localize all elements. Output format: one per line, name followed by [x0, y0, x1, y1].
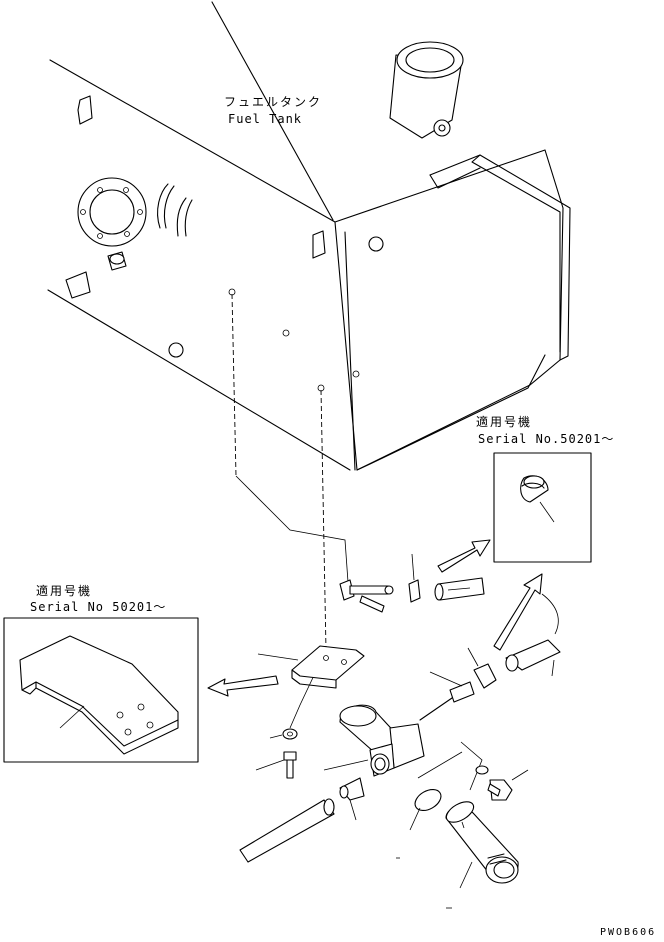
filter-element: [445, 801, 519, 889]
washer-and-bolt: [255, 728, 298, 779]
inset-frame-left: [3, 617, 199, 763]
clip: [467, 647, 497, 689]
small-bolt: [475, 765, 529, 801]
hose-short: [434, 577, 485, 601]
arrow-to-left-inset: [207, 675, 279, 697]
drain-cock: [339, 579, 394, 613]
hose-clamp: [408, 553, 421, 603]
serial-left-label-en: Serial No 50201～: [30, 600, 167, 614]
long-hose: [239, 798, 335, 863]
serial-left-label-jp: 適用号機: [36, 584, 93, 598]
fuel-tank-label-jp: フュエルタンク: [224, 95, 323, 109]
fuel-tank-label-en: Fuel Tank: [228, 112, 303, 126]
hose-bent: [505, 639, 561, 677]
fuel-tank: [47, 1, 571, 471]
inset-frame-right: [493, 452, 592, 563]
bracket: [257, 645, 365, 689]
serial-right-label-jp: 適用号機: [476, 415, 533, 429]
arrow-to-right-inset: [437, 539, 491, 573]
arrow-upward: [493, 573, 543, 651]
serial-right-label-en: Serial No.50201～: [478, 432, 615, 446]
gasket: [409, 788, 442, 831]
nipple-fitting: [419, 671, 475, 721]
filter-housing: [323, 704, 425, 777]
drawing-code: PWOB606: [600, 927, 657, 938]
elbow-fitting: [339, 777, 365, 821]
